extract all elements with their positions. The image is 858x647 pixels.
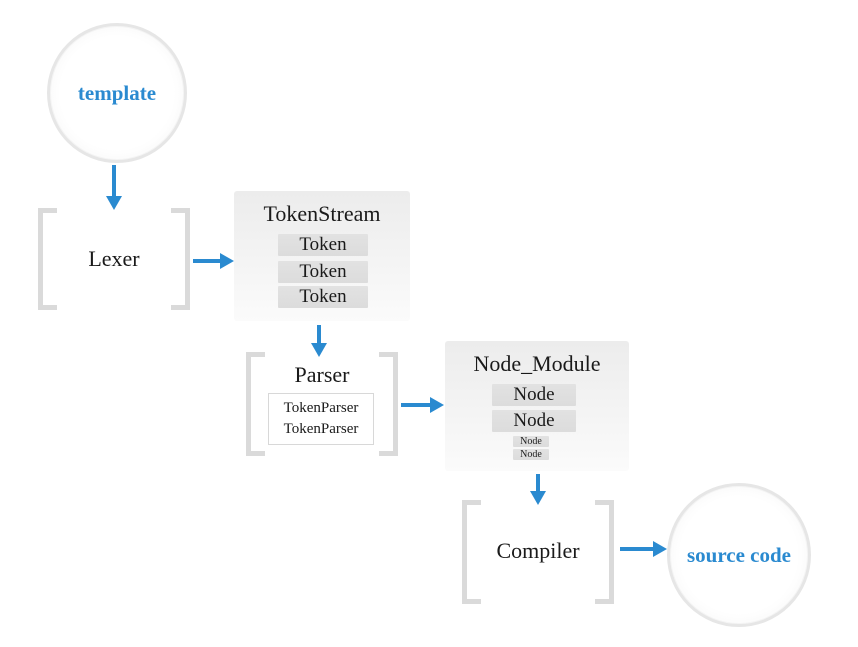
right-bracket: [379, 352, 398, 456]
node-module-title: Node_Module: [473, 351, 601, 376]
node-chip: Node: [492, 410, 576, 432]
compiler-label: Compiler: [496, 538, 580, 563]
token-chip: Token: [278, 286, 368, 308]
token-parser-list: TokenParser TokenParser: [268, 393, 374, 445]
token-stream-node: TokenStream Token Token Token: [234, 191, 410, 321]
parser-node: Parser TokenParser TokenParser: [246, 352, 398, 456]
node-chip-small: Node: [513, 436, 549, 447]
parser-title: Parser: [294, 362, 350, 387]
token-chip: Token: [278, 234, 368, 256]
template-label: template: [77, 80, 157, 105]
right-bracket: [595, 500, 614, 604]
right-bracket: [171, 208, 190, 310]
token-parser-item: TokenParser: [283, 421, 359, 437]
left-bracket: [38, 208, 57, 310]
source-code-node: source code: [667, 483, 811, 627]
lexer-label: Lexer: [88, 246, 140, 271]
token-parser-item: TokenParser: [283, 400, 359, 416]
token-chip: Token: [278, 261, 368, 283]
left-bracket: [462, 500, 481, 604]
lexer-node: Lexer: [38, 208, 190, 310]
token-stream-title: TokenStream: [263, 201, 381, 226]
arrow-token-stream-to-parser: [311, 325, 327, 357]
node-chip-small: Node: [513, 449, 549, 460]
node-module-node: Node_Module Node Node Node Node: [445, 341, 629, 471]
node-chip: Node: [492, 384, 576, 406]
compiler-node: Compiler: [462, 500, 614, 604]
arrow-compiler-to-source-code: [620, 541, 667, 557]
arrow-parser-to-node-module: [401, 397, 444, 413]
arrow-template-to-lexer: [106, 165, 122, 210]
template-node: template: [47, 23, 187, 163]
left-bracket: [246, 352, 265, 456]
source-code-label: source code: [686, 542, 791, 567]
arrow-node-module-to-compiler: [530, 474, 546, 505]
arrow-lexer-to-token-stream: [193, 253, 234, 269]
